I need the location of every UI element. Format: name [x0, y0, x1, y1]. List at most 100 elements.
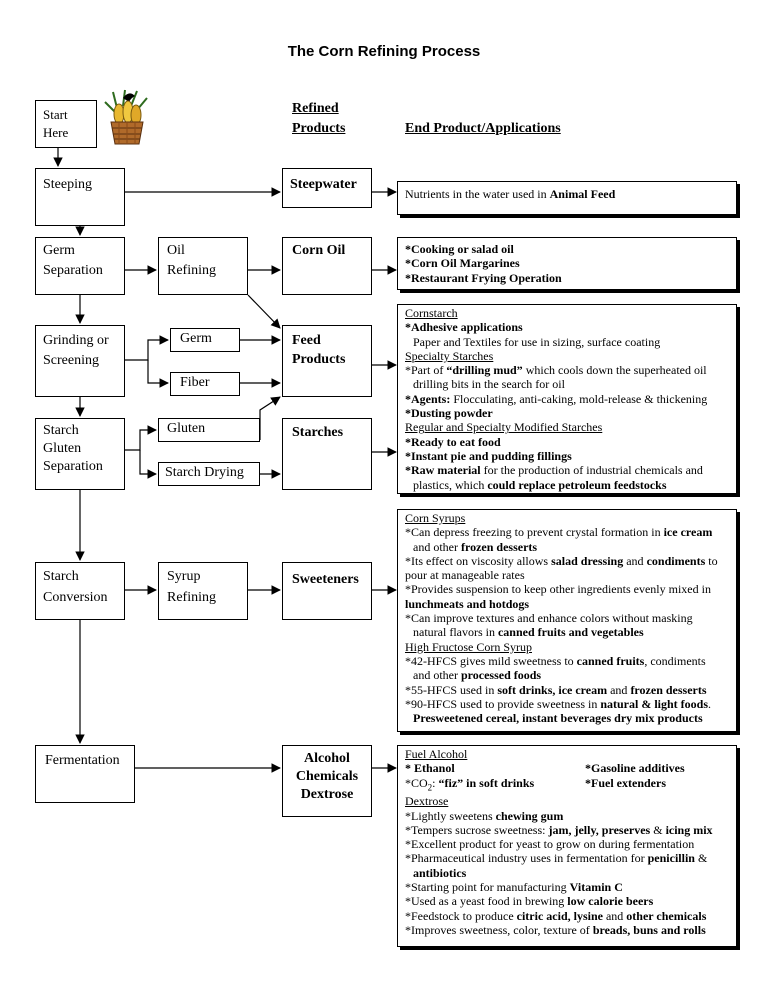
specialty-starches-heading: Specialty Starches — [405, 348, 494, 363]
dextrose-line: *Used as a yeast food in brewing low cal… — [405, 894, 654, 909]
starch-drying-label: Starch Drying — [165, 465, 244, 480]
syrup-refining-label-line2: Refining — [167, 590, 216, 605]
sweetener-line: pour at manageable rates — [405, 568, 525, 583]
alcohol-box — [282, 745, 372, 817]
corn-oil-box — [282, 237, 372, 295]
starch-line: *Ready to eat food — [405, 434, 501, 449]
gluten-label: Gluten — [167, 421, 206, 436]
corn-oil-end-box: *Cooking or salad oil *Corn Oil Margarin… — [397, 237, 737, 290]
starch-line: *Agents: Flocculating, anti-caking, mold… — [405, 391, 708, 406]
oil-refining-label-line2: Refining — [167, 263, 216, 278]
refined-products-header-line1: Refined — [292, 101, 339, 116]
alcohol-line: * Ethanol*Gasoline additives — [405, 761, 685, 776]
hfcs-heading: High Fructose Corn Syrup — [405, 639, 532, 654]
germ-separation-label-line1: Germ — [43, 243, 75, 258]
sgs-label-line1: Starch — [43, 423, 79, 438]
starch-line: *Instant pie and pudding fillings — [405, 448, 572, 463]
syrup-refining-label-line1: Syrup — [167, 569, 201, 584]
alcohol-line: *CO2: “fiz” in soft drinks*Fuel extender… — [405, 775, 666, 792]
syrup-refining-box — [158, 562, 248, 620]
steepwater-end-box: Nutrients in the water used in Animal Fe… — [397, 181, 737, 215]
germ-box — [170, 328, 240, 352]
dextrose-heading: Dextrose — [405, 794, 449, 809]
sgs-label-line2: Gluten — [43, 441, 82, 456]
germ-label: Germ — [180, 331, 212, 346]
grinding-label-line2: Screening — [43, 353, 99, 368]
page-title: The Corn Refining Process — [287, 43, 481, 60]
starches-end-box: Cornstarch *Adhesive applications Paper … — [397, 304, 737, 494]
sweetener-line: natural flavors in canned fruits and veg… — [413, 625, 644, 640]
alcohol-label-line1: Alcohol — [304, 751, 350, 766]
sweetener-line: *90-HFCS used to provide sweetness in na… — [405, 696, 712, 711]
starches-box — [282, 418, 372, 490]
fermentation-label: Fermentation — [45, 753, 120, 768]
sweeteners-label: Sweeteners — [292, 572, 359, 587]
sweetener-line: lunchmeats and hotdogs — [405, 596, 530, 611]
starch-conversion-box — [35, 562, 125, 620]
fermentation-box — [35, 745, 135, 803]
sweetener-line: *Its effect on viscosity allows salad dr… — [405, 553, 718, 568]
starch-line: Paper and Textiles for use in sizing, su… — [413, 334, 661, 349]
end-products-header: End Product/Applications — [405, 121, 561, 136]
sweeteners-box — [282, 562, 372, 620]
dextrose-line: *Lightly sweetens chewing gum — [405, 808, 564, 823]
dextrose-line: *Tempers sucrose sweetness: jam, jelly, … — [405, 822, 713, 837]
corn-oil-end-item: *Cooking or salad oil — [405, 242, 514, 256]
sweetener-line: and other processed foods — [413, 668, 542, 683]
starch-drying-box — [158, 462, 260, 486]
feed-products-box — [282, 325, 372, 397]
steeping-box — [35, 168, 125, 226]
steepwater-end-line: Nutrients in the water used in Animal Fe… — [405, 187, 616, 201]
corn-basket-icon — [104, 89, 148, 145]
sweetener-line: *42-HFCS gives mild sweetness to canned … — [405, 653, 706, 668]
oil-refining-box — [158, 237, 248, 295]
starch-line: drilling bits in the search for oil — [413, 377, 565, 392]
steepwater-box — [282, 168, 372, 208]
sweetener-line: Presweetened cereal, instant beverages d… — [413, 711, 703, 726]
starch-gluten-separation-box — [35, 418, 125, 490]
modified-starches-heading: Regular and Specialty Modified Starches — [405, 420, 603, 435]
dextrose-line: *Starting point for manufacturing Vitami… — [405, 880, 623, 895]
starches-label: Starches — [292, 425, 344, 440]
steepwater-label: Steepwater — [290, 177, 357, 192]
sweetener-line: *55-HFCS used in soft drinks, ice cream … — [405, 682, 707, 697]
starch-line: *Raw material for the production of indu… — [405, 463, 703, 478]
start-box — [35, 100, 97, 148]
starch-line: *Dusting powder — [405, 406, 493, 421]
corn-oil-end-item: *Restaurant Frying Operation — [405, 270, 562, 285]
grinding-label-line1: Grinding or — [43, 333, 109, 348]
sweetener-line: *Can improve textures and enhance colors… — [405, 611, 693, 626]
sweeteners-end-box: Corn Syrups *Can depress freezing to pre… — [397, 509, 737, 732]
germ-separation-label-line2: Separation — [43, 263, 103, 278]
sweetener-line: and other frozen desserts — [413, 539, 538, 554]
start-label-line1: Start — [43, 107, 68, 122]
fuel-alcohol-heading: Fuel Alcohol — [405, 747, 468, 761]
dextrose-line: *Pharmaceutical industry uses in ferment… — [405, 851, 708, 866]
fiber-box — [170, 372, 240, 396]
dextrose-line: *Improves sweetness, color, texture of b… — [405, 922, 706, 937]
start-label-line2: Here — [43, 125, 69, 140]
sweetener-line: *Provides suspension to keep other ingre… — [405, 582, 711, 597]
sgs-label-line3: Separation — [43, 459, 103, 474]
steeping-label: Steeping — [43, 177, 92, 192]
starch-conversion-label-line1: Starch — [43, 569, 79, 584]
grinding-box — [35, 325, 125, 397]
sweetener-line: *Can depress freezing to prevent crystal… — [405, 525, 713, 540]
cornstarch-heading: Cornstarch — [405, 306, 458, 320]
alcohol-end-box: Fuel Alcohol * Ethanol*Gasoline additive… — [397, 745, 737, 947]
feed-products-label-line1: Feed — [292, 333, 321, 348]
feed-products-label-line2: Products — [292, 352, 346, 367]
dextrose-line: antibiotics — [413, 865, 467, 880]
fiber-label: Fiber — [180, 375, 210, 390]
alcohol-label-line2: Chemicals — [295, 769, 359, 784]
starch-line: plastics, which could replace petroleum … — [413, 477, 667, 492]
corn-oil-label: Corn Oil — [292, 243, 346, 258]
germ-separation-box — [35, 237, 125, 295]
oil-refining-label-line1: Oil — [167, 243, 185, 258]
refined-products-header-line2: Products — [292, 121, 346, 136]
alcohol-label-line3: Dextrose — [300, 787, 354, 802]
starch-line: *Adhesive applications — [405, 320, 523, 335]
corn-oil-end-item: *Corn Oil Margarines — [405, 256, 520, 271]
starch-line: *Part of “drilling mud” which cools down… — [405, 363, 707, 378]
